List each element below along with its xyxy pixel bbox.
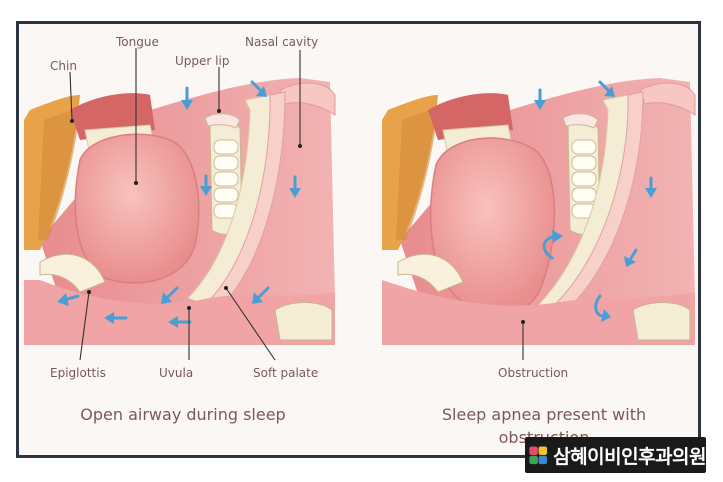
left-leader-lines <box>69 48 302 361</box>
right-lower-throat <box>382 280 695 345</box>
label-upper-lip: Upper lip <box>175 54 229 68</box>
left-anatomy <box>24 78 336 345</box>
left-vertebra <box>274 302 333 341</box>
right-anatomy <box>382 78 696 345</box>
label-nasal-cavity: Nasal cavity <box>245 35 318 49</box>
left-tongue <box>74 133 200 284</box>
clinic-name: 삼혜이비인후과의원 <box>553 445 706 468</box>
left-airflow-arrows <box>57 80 301 328</box>
right-upper-lip <box>562 113 599 129</box>
label-obstruction: Obstruction <box>498 366 568 380</box>
label-chin: Chin <box>50 59 77 73</box>
right-vertebra <box>632 302 691 341</box>
label-uvula: Uvula <box>159 366 193 380</box>
caption-right-line1: Sleep apnea present with <box>442 405 646 424</box>
caption-left: Open airway during sleep <box>80 405 285 424</box>
right-leader-lines <box>521 320 525 360</box>
left-epiglottis <box>39 253 106 293</box>
right-nasal-cavity <box>639 82 696 116</box>
label-tongue: Tongue <box>115 35 159 49</box>
clinic-logo: 삼혜이비인후과의원 <box>525 437 706 473</box>
right-epiglottis <box>397 253 464 293</box>
left-upper-lip <box>204 113 241 129</box>
label-soft-palate: Soft palate <box>253 366 318 380</box>
label-epiglottis: Epiglottis <box>50 366 106 380</box>
right-airflow-arrows <box>534 80 657 322</box>
clinic-logo-icon <box>529 446 548 465</box>
